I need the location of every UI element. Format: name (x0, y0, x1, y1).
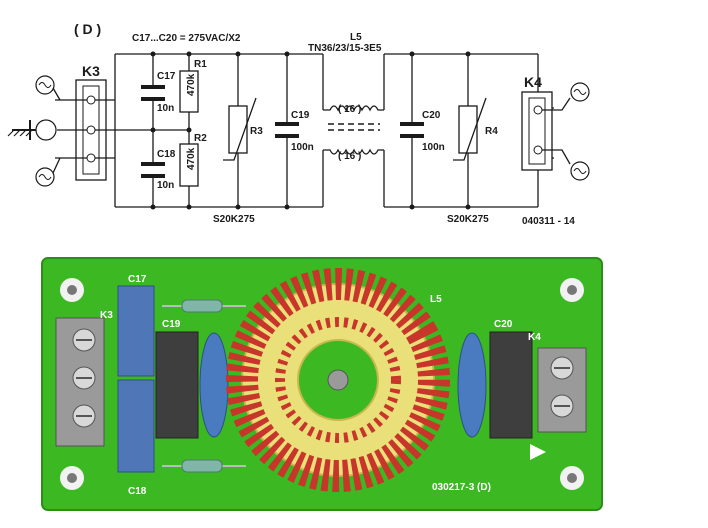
capacitor-c17 (117, 285, 155, 377)
ac-source-icon (35, 75, 61, 101)
pcb-c18-label: C18 (128, 486, 147, 497)
varistor-r4-symbol (458, 105, 478, 154)
pcb-photo: K3 C17 C18 C19 L5 C2 (41, 257, 603, 511)
ac-output-icon (570, 161, 590, 181)
figure-code: 040311 - 14 (522, 216, 575, 227)
pcb-k4-label: K4 (528, 332, 541, 343)
toroid-choke-l5 (226, 268, 450, 492)
r4-label: R4 (485, 126, 498, 137)
r1-value: 470k (186, 73, 197, 96)
mounting-hole-icon (560, 466, 584, 490)
varistor-left-type: S20K275 (213, 214, 255, 225)
choke-l5-symbol (323, 105, 384, 155)
cap-note: C17...C20 = 275VAC/X2 (132, 33, 241, 44)
resistor-r2 (162, 459, 246, 473)
varistor-right-type: S20K275 (447, 214, 489, 225)
arrow-icon (530, 444, 546, 460)
r2-value: 470k (186, 147, 197, 170)
varistor-r3 (199, 332, 229, 438)
r3-label: R3 (250, 126, 263, 137)
c19-value: 100n (291, 142, 314, 153)
winding-top-count: ( 16 ) (338, 104, 361, 115)
pcb-board-code: 030217-3 (D) (432, 482, 491, 493)
capacitor-c19 (155, 331, 199, 439)
connector-k4: K4 (521, 74, 553, 171)
winding-bottom-count: ( 16 ) (338, 151, 361, 162)
resistor-r1-symbol (179, 70, 199, 113)
earth-terminal-icon (7, 119, 57, 141)
ac-source-icon (35, 157, 61, 187)
pcb-l5-label: L5 (430, 294, 442, 305)
capacitor-c18 (117, 379, 155, 473)
schematic: ( D ) C17...C20 = 275VAC/X2 L5 TN36/23/1… (7, 21, 590, 227)
capacitor-c20-symbol (400, 122, 424, 138)
varistor-r3-symbol (228, 105, 248, 154)
terminal-block-k3 (55, 317, 105, 447)
choke-name: L5 (350, 32, 362, 43)
r1-label: R1 (194, 59, 207, 70)
pcb-k3-label: K3 (100, 310, 113, 321)
c19-label: C19 (291, 110, 310, 121)
capacitor-c19-symbol (275, 122, 299, 138)
c20-label: C20 (422, 110, 441, 121)
pcb-c17-label: C17 (128, 274, 147, 285)
varistor-r4 (457, 332, 487, 438)
c18-value: 10n (157, 180, 174, 191)
capacitor-c18-symbol (141, 162, 165, 178)
pcb-c19-label: C19 (162, 319, 181, 330)
resistor-r2-symbol (179, 143, 199, 187)
pcb-c20-label: C20 (494, 319, 513, 330)
choke-part: TN36/23/15-3E5 (308, 43, 382, 54)
resistor-r1 (162, 299, 246, 313)
c18-label: C18 (157, 149, 176, 160)
c20-value: 100n (422, 142, 445, 153)
variant-label: ( D ) (74, 21, 101, 37)
c17-label: C17 (157, 71, 176, 82)
capacitor-c20 (489, 331, 533, 439)
k4-label: K4 (524, 74, 542, 90)
mounting-hole-icon (60, 278, 84, 302)
k3-label: K3 (82, 63, 100, 79)
c17-value: 10n (157, 103, 174, 114)
mounting-hole-icon (60, 466, 84, 490)
connector-k3: K3 (75, 63, 107, 181)
terminal-block-k4 (537, 347, 587, 433)
capacitor-c17-symbol (141, 85, 165, 101)
mounting-hole-icon (560, 278, 584, 302)
r2-label: R2 (194, 133, 207, 144)
ac-output-icon (570, 82, 590, 102)
